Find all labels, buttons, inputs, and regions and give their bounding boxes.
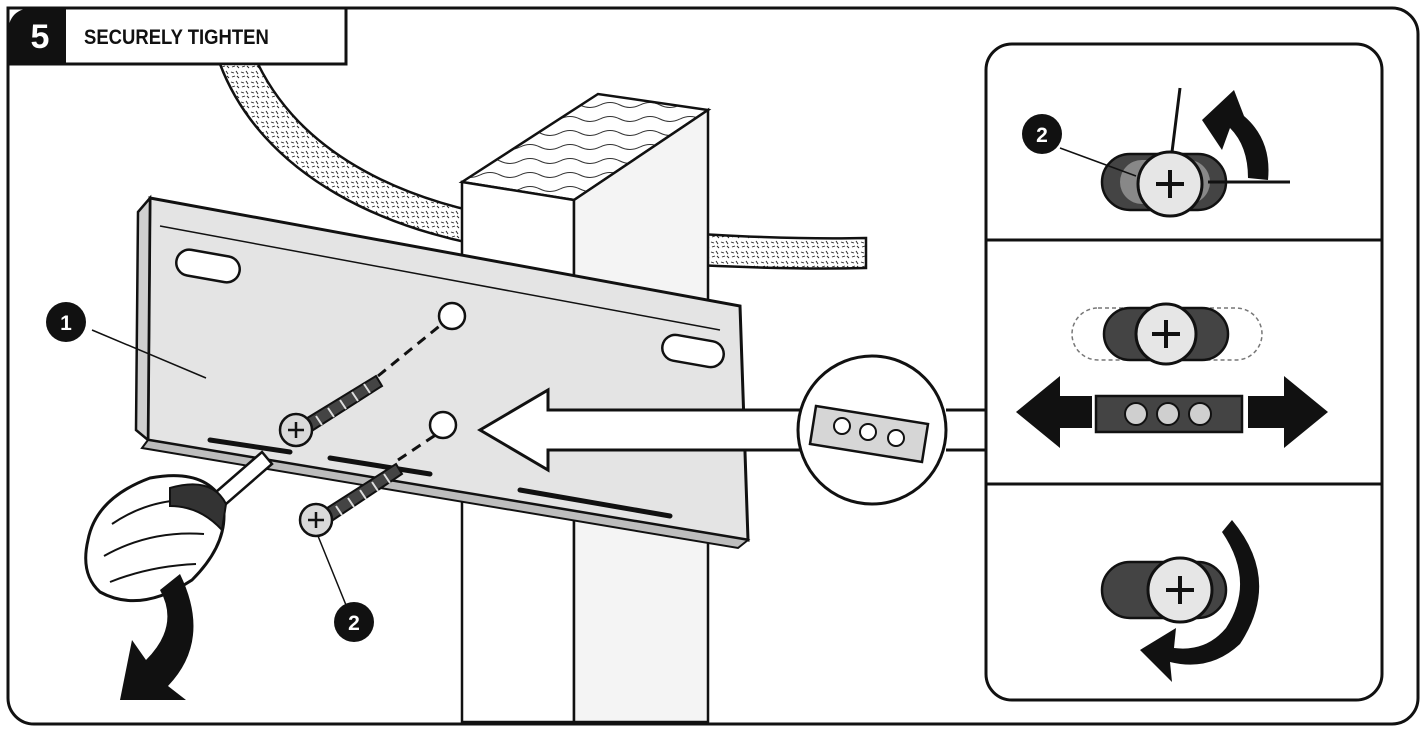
magnifier bbox=[796, 354, 948, 506]
callout-detail-screw: 2 bbox=[1022, 114, 1062, 154]
wall-bracket bbox=[134, 194, 751, 550]
step-number: 5 bbox=[30, 18, 50, 56]
direction-arrow bbox=[477, 387, 810, 473]
bubble-level-icon bbox=[808, 404, 930, 464]
callout-screw: 2 bbox=[317, 535, 374, 642]
rotate-arrow-icon bbox=[1140, 520, 1260, 682]
bubble-level-icon bbox=[1094, 394, 1244, 434]
step-header bbox=[6, 6, 348, 66]
detail-panel bbox=[984, 42, 1384, 702]
detail-adjust bbox=[1016, 302, 1328, 448]
callout-label-screw: 2 bbox=[348, 612, 360, 635]
double-arrow-icon bbox=[1016, 376, 1328, 448]
detail-loosen bbox=[1059, 87, 1290, 218]
callout-label-bracket: 1 bbox=[60, 312, 72, 335]
detail-tighten bbox=[1100, 520, 1260, 682]
callout-bracket: 1 bbox=[46, 302, 207, 379]
screwdriver-icon bbox=[84, 450, 274, 603]
callout-label-detail-screw: 2 bbox=[1036, 124, 1048, 147]
step-title: SECURELY TIGHTEN bbox=[84, 26, 269, 49]
rotate-arrow-icon bbox=[1202, 90, 1269, 180]
rotate-arrow-icon bbox=[120, 574, 194, 700]
screw-upper bbox=[278, 374, 384, 448]
screw-lower bbox=[298, 462, 404, 538]
